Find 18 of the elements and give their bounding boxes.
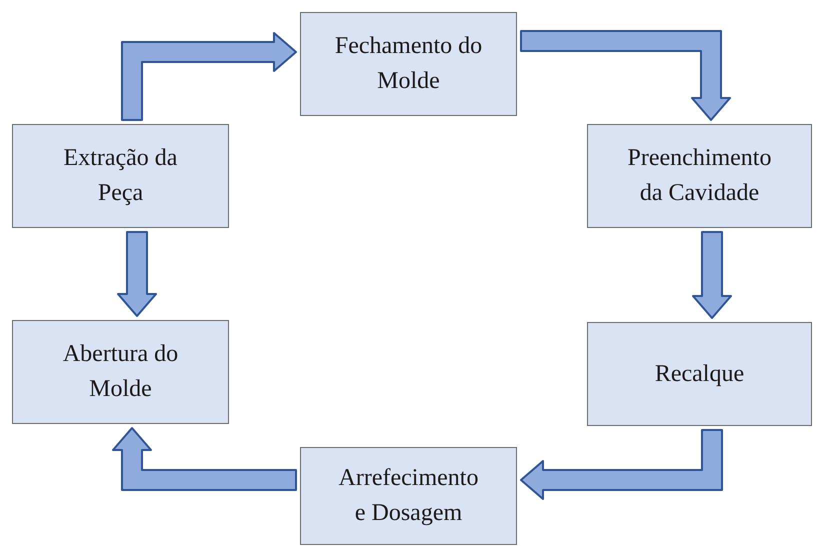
block-arrow — [692, 231, 732, 319]
block-arrow — [121, 32, 297, 121]
step-label: Fechamento do Molde — [334, 32, 484, 96]
step-label: Arrefecimento e Dosagem — [338, 464, 480, 528]
process-box — [12, 124, 229, 228]
block-arrow — [112, 427, 297, 491]
process-box — [12, 320, 229, 424]
step-label: Extração da Peça — [62, 144, 178, 208]
process-box — [587, 124, 812, 228]
step-label: Recalque — [654, 360, 746, 389]
step-label: Abertura do Molde — [62, 340, 180, 404]
block-arrow — [520, 30, 731, 121]
block-arrow — [117, 231, 157, 317]
process-box — [300, 447, 517, 545]
block-arrow — [520, 429, 723, 500]
process-box — [300, 12, 517, 116]
step-label: Preenchimento da Cavidade — [626, 144, 772, 208]
process-box — [587, 322, 812, 426]
